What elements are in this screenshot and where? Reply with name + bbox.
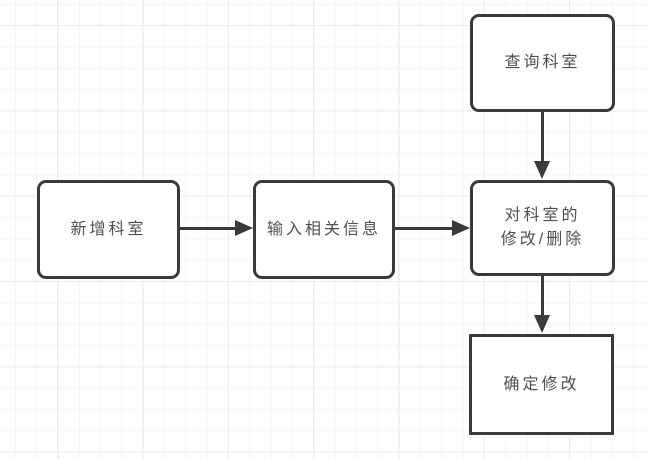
node-confirm-modify[interactable]: 确定修改 <box>469 334 614 435</box>
node-add-department-label: 新增科室 <box>70 220 147 238</box>
node-modify-delete-department[interactable]: 对科室的修改/删除 <box>470 180 615 276</box>
node-input-related-info-label: 输入相关信息 <box>266 220 381 238</box>
arrow-input-to-modify-head-icon <box>452 220 470 236</box>
node-modify-delete-department-label: 对科室的修改/删除 <box>500 207 585 248</box>
node-query-department[interactable]: 查询科室 <box>470 14 615 112</box>
node-confirm-modify-label: 确定修改 <box>503 375 580 393</box>
arrow-modify-to-confirm-head-icon <box>534 315 550 333</box>
arrow-add-to-input-head-icon <box>235 220 253 236</box>
arrow-input-to-modify-line[interactable] <box>395 226 453 230</box>
node-add-department[interactable]: 新增科室 <box>37 180 180 279</box>
arrow-query-to-modify-head-icon <box>534 161 550 179</box>
arrow-add-to-input-line[interactable] <box>180 226 236 230</box>
arrow-query-to-modify-line[interactable] <box>540 112 544 162</box>
arrow-modify-to-confirm-line[interactable] <box>540 276 544 316</box>
node-query-department-label: 查询科室 <box>504 54 581 71</box>
node-input-related-info[interactable]: 输入相关信息 <box>253 180 395 279</box>
